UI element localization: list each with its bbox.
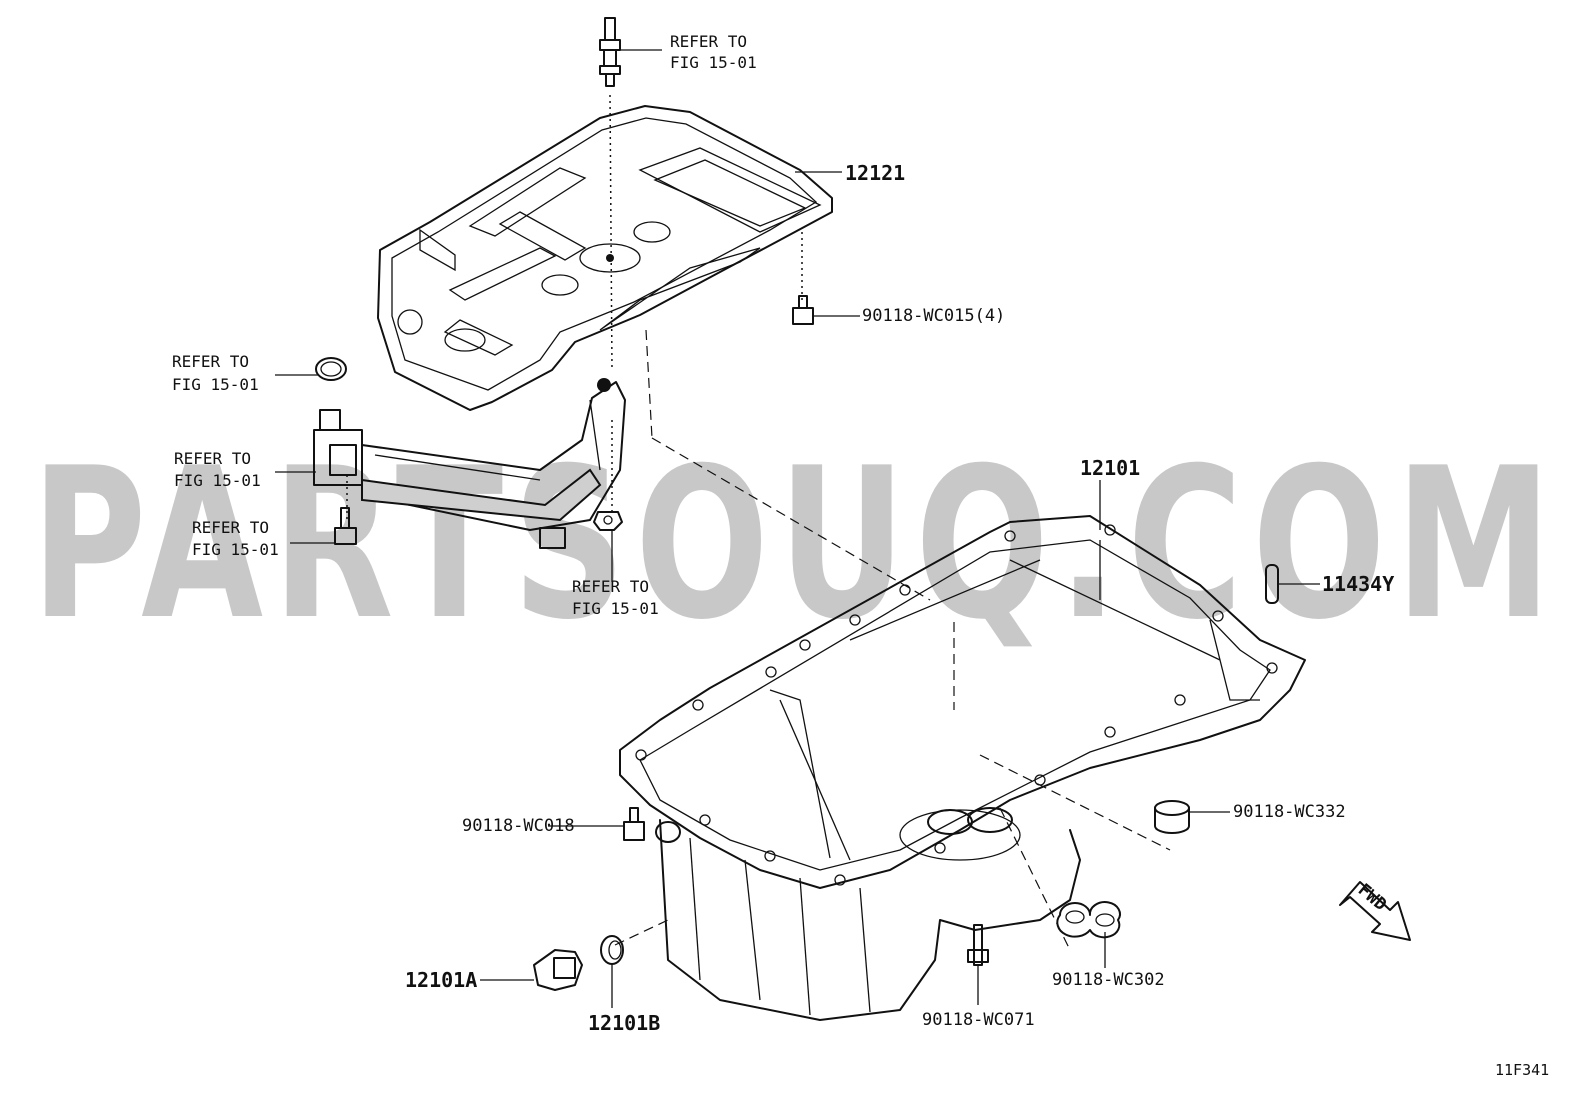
strainer-bolt xyxy=(334,507,357,545)
forward-arrow-icon: FWD xyxy=(1339,880,1411,941)
figure-eight-gasket xyxy=(1056,901,1121,939)
label-11434y: 11434Y xyxy=(1322,572,1394,596)
side-bolt xyxy=(623,807,645,841)
refer-gasket-line2: FIG 15-01 xyxy=(172,375,259,394)
refer-top-line1: REFER TO xyxy=(670,32,747,51)
fwd-label: FWD xyxy=(1354,880,1390,915)
label-12101a: 12101A xyxy=(405,968,477,992)
refer-gasket-line1: REFER TO xyxy=(172,352,249,371)
leader-lines xyxy=(275,49,1320,1008)
refer-cooler-line1: REFER TO xyxy=(174,449,251,468)
label-12101b: 12101B xyxy=(588,1011,660,1035)
figure-code: 11F341 xyxy=(1495,1061,1549,1079)
top-stud-bolt xyxy=(599,17,621,87)
oil-strainer-assembly xyxy=(313,357,626,549)
baffle-bolt xyxy=(792,295,814,325)
drain-plug-gasket xyxy=(600,935,624,965)
oil-pan-sub-assy xyxy=(619,515,1306,1021)
plug-cap xyxy=(1154,800,1190,834)
refer-nut-line2: FIG 15-01 xyxy=(572,599,659,618)
label-90118-wc302: 90118-WC302 xyxy=(1052,970,1165,990)
refer-cooler-line2: FIG 15-01 xyxy=(174,471,261,490)
label-90118-wc018: 90118-WC018 xyxy=(462,816,575,836)
watermark: PARTSOUQ.COM xyxy=(31,424,1561,666)
long-bolt xyxy=(967,924,989,966)
oil-baffle-plate xyxy=(377,105,833,411)
label-12101: 12101 xyxy=(1080,456,1140,480)
drain-plug xyxy=(533,949,583,991)
label-12121: 12121 xyxy=(845,161,905,185)
label-90118-wc332: 90118-WC332 xyxy=(1233,802,1346,822)
strainer-nut xyxy=(593,511,623,531)
refer-bolt-line2: FIG 15-01 xyxy=(192,540,279,559)
refer-top-line2: FIG 15-01 xyxy=(670,53,757,72)
refer-nut-line1: REFER TO xyxy=(572,577,649,596)
refer-bolt-line1: REFER TO xyxy=(192,518,269,537)
label-90118-wc015: 90118-WC015(4) xyxy=(862,306,1005,326)
label-90118-wc071: 90118-WC071 xyxy=(922,1010,1035,1030)
flange-bolt-holes xyxy=(635,524,1278,886)
